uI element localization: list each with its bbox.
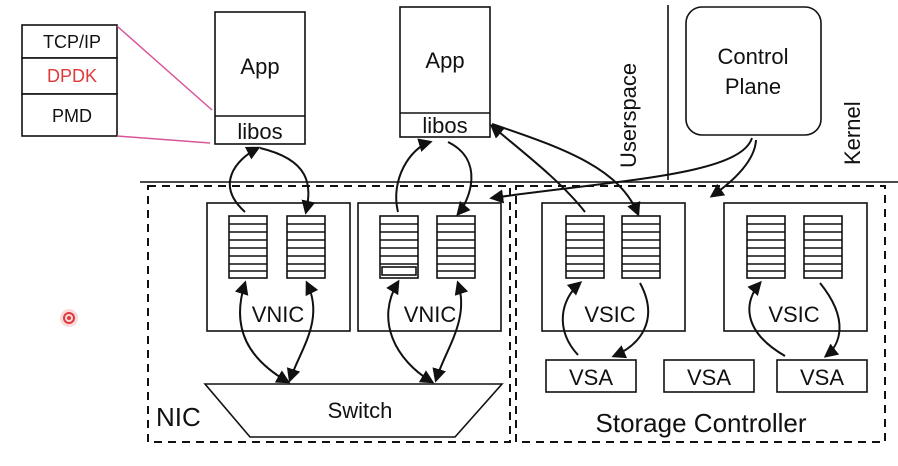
control-plane-line2: Plane [725, 74, 781, 99]
arrow-control-to-vsic [709, 139, 757, 198]
arrow-vnic2-switch [386, 279, 435, 384]
vsa-3-label: VSA [800, 365, 844, 390]
stack-label-pmd: PMD [52, 106, 92, 126]
vsa-1-label: VSA [569, 365, 613, 390]
pointer-dot [60, 309, 78, 327]
queue [286, 215, 326, 279]
queue [621, 215, 661, 279]
queue-group [228, 215, 843, 279]
arrow-queue-to-libos-1 [228, 146, 261, 213]
queue [803, 215, 843, 279]
queue [565, 215, 605, 279]
app-2: App libos [399, 6, 491, 138]
arrow-vnic1-switch [234, 280, 291, 384]
stack-label-dpdk: DPDK [47, 66, 97, 86]
vsic-1-label: VSIC [584, 302, 635, 327]
stack-connector-bottom [116, 135, 211, 144]
stack-label-tcpip: TCP/IP [43, 32, 101, 52]
queue [746, 215, 786, 279]
control-plane-line1: Control [718, 44, 789, 69]
arrow-libos-to-vsic [491, 123, 641, 217]
stack-connector-top [116, 25, 213, 111]
control-plane: Control Plane [685, 6, 822, 136]
arrows [228, 123, 841, 384]
control-plane-box [685, 6, 822, 136]
vnic-1-label: VNIC [252, 302, 305, 327]
nic-boundary [147, 185, 511, 443]
vsa-3 [776, 359, 868, 393]
vsa-1 [545, 359, 637, 393]
arrow-vsic1-to-vsa1 [611, 282, 650, 359]
kernel-label: Kernel [840, 101, 865, 165]
queue [379, 215, 419, 279]
storage-region: Storage Controller VSIC VSIC VSA VSA VSA [515, 185, 886, 443]
app-1-title: App [240, 54, 279, 79]
arrow-vsic-to-libos [489, 124, 586, 213]
vsa-2 [663, 359, 755, 393]
queue [436, 215, 476, 279]
nic-label: NIC [156, 402, 201, 432]
app-2-box [399, 6, 491, 138]
switch-label: Switch [328, 398, 393, 423]
pointer-center [67, 316, 71, 320]
app-1: App libos [214, 11, 306, 145]
pointer-ring [63, 312, 75, 324]
arrow-queue-to-libos-2 [395, 138, 433, 213]
arrow-libos-to-queue-2 [447, 141, 473, 217]
app-1-libos: libos [237, 119, 282, 144]
arrow-vsic2-to-vsa3 [819, 282, 841, 358]
arrow-switch-vnic2 [432, 280, 469, 383]
switch [203, 383, 504, 438]
app-2-libos: libos [422, 113, 467, 138]
arrow-vsa1-to-vsic1 [561, 281, 583, 356]
storage-boundary [515, 185, 886, 443]
app-1-box [214, 11, 306, 145]
vsic-2-label: VSIC [768, 302, 819, 327]
stack-layer-tcpip [21, 24, 118, 59]
arrow-libos-to-queue-1 [259, 147, 316, 215]
vnic-2-label: VNIC [404, 302, 457, 327]
arrow-control-to-vnic [489, 137, 753, 204]
stack-layer-pmd [21, 93, 118, 137]
stack-layer-dpdk [21, 57, 118, 95]
protocol-stack: TCP/IP DPDK PMD [21, 24, 213, 144]
arrow-switch-vnic1 [286, 280, 319, 383]
storage-label: Storage Controller [596, 408, 807, 438]
app-2-title: App [425, 48, 464, 73]
userspace-label: Userspace [616, 63, 641, 168]
queue [228, 215, 268, 279]
vsa-2-label: VSA [687, 365, 731, 390]
arrow-vsa3-to-vsic2 [747, 280, 786, 357]
